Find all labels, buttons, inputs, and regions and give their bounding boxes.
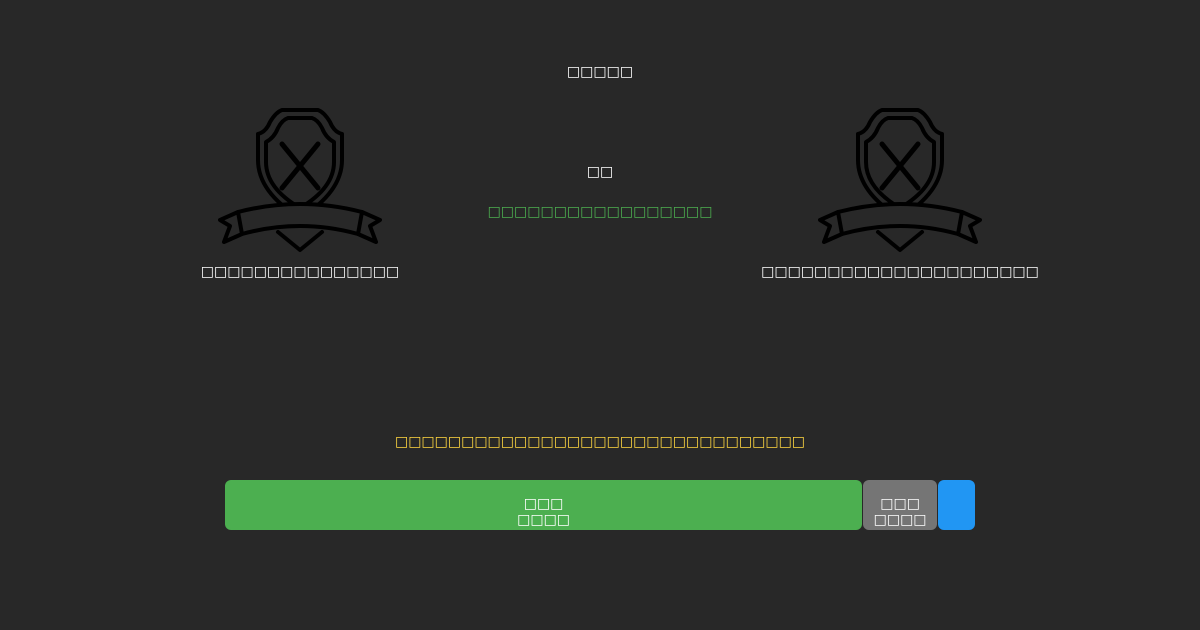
away-team-name: □□□□□□□□□□□□□□□□□□□□□ [761, 264, 1039, 280]
secondary-action-button[interactable]: □□□ □□□□ [863, 480, 938, 530]
icon-action-button[interactable] [938, 480, 975, 530]
shield-x-icon [218, 108, 382, 252]
action-bar: □□□ □□□□ □□□ □□□□ [225, 480, 975, 530]
match-status: □□□□□□□□□□□□□□□□□ [487, 204, 713, 220]
home-team: □□□□□□□□□□□□□□□ [120, 108, 480, 280]
primary-action-button[interactable]: □□□ □□□□ [225, 480, 863, 530]
away-team: □□□□□□□□□□□□□□□□□□□□□ [720, 108, 1080, 280]
secondary-action-label-line1: □□□ [880, 496, 920, 512]
warning-message: □□□□□□□□□□□□□□□□□□□□□□□□□□□□□□□ [394, 434, 806, 450]
primary-action-label-line2: □□□□ [517, 512, 571, 528]
versus-label: □□ [586, 164, 614, 180]
page-title: □□□□□ [566, 64, 634, 80]
home-team-name: □□□□□□□□□□□□□□□ [200, 264, 400, 280]
primary-action-label-line1: □□□ [523, 496, 564, 512]
secondary-action-label-line2: □□□□ [873, 512, 927, 528]
shield-x-icon [818, 108, 982, 252]
